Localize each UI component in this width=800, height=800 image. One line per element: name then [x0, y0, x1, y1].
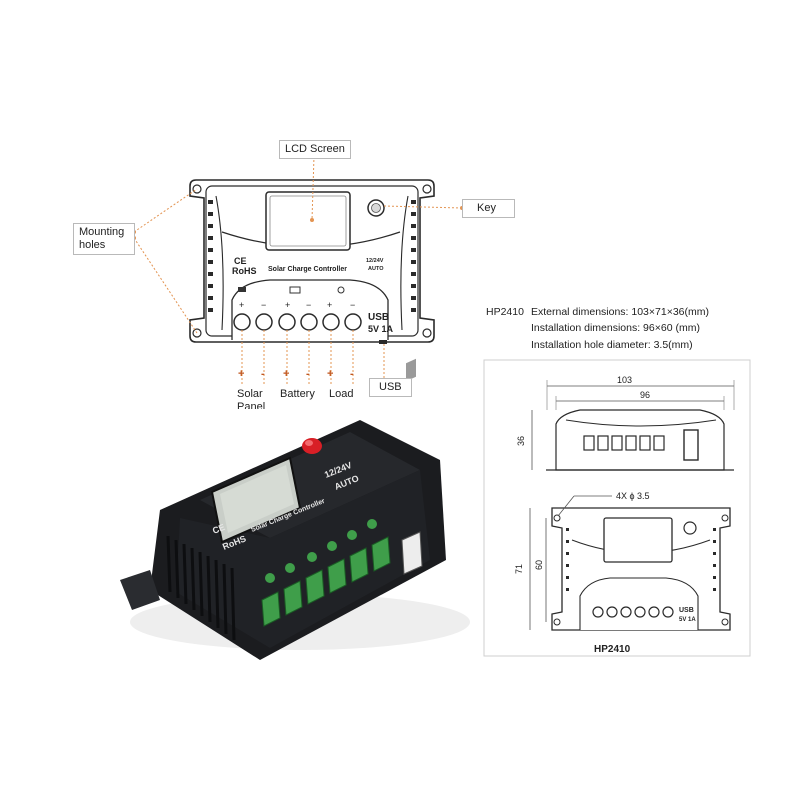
dim-103: 103 [617, 375, 632, 385]
front-view-usb-2: 5V 1A [679, 617, 696, 623]
product-photo: 12/24V AUTO CE RoHS Solar Charge Control… [120, 358, 470, 660]
dim-71: 71 [514, 564, 524, 574]
front-hole-br [721, 618, 729, 626]
terminal-screws [233, 313, 362, 331]
photo-key-highlight [305, 440, 313, 446]
caption-box [483, 359, 751, 657]
photo-key [302, 438, 322, 454]
panel-minus-2: − [306, 300, 311, 310]
top-front-view: CE RoHS Solar Charge Controller 12/24V A… [189, 179, 435, 344]
terminal-screw-6 [344, 313, 362, 331]
spec-model: HP2410 [486, 306, 524, 318]
dim-36: 36 [516, 436, 526, 446]
polarity-mark-1: + [238, 368, 245, 380]
load-label: Load [329, 388, 354, 400]
panel-plus-1: + [239, 300, 244, 310]
spec-hole: Installation hole diameter: 3.5(mm) [531, 339, 693, 351]
lcd-callout-line [311, 155, 315, 221]
solar-panel-label: Panel [237, 401, 266, 409]
usb-callout: USB [369, 378, 412, 397]
panel-title: Solar Charge Controller [268, 266, 347, 273]
terminal-screw-2 [255, 313, 273, 331]
front-hole-tl [553, 514, 561, 522]
polarity-mark-3: + [283, 368, 290, 380]
terminal-screw-3 [278, 313, 296, 331]
terminal-screw-4 [300, 313, 318, 331]
bulb-icon [337, 286, 345, 294]
battery-label: Battery [280, 388, 315, 400]
photo-terminal-blocks [261, 536, 391, 627]
panel-ce: CE [234, 256, 247, 266]
photo-body-front [176, 470, 430, 648]
terminal-panel [231, 279, 389, 340]
terminal-screw-1 [233, 313, 251, 331]
photo-ce: CE [211, 522, 226, 536]
front-face-left-curve [215, 195, 224, 331]
polarity-mark-4: - [306, 368, 310, 380]
panel-plus-2: + [285, 300, 290, 310]
front-view-lcd [603, 517, 673, 563]
front-view-usb-1: USB [679, 607, 694, 614]
drawing-caption: HP2410 [594, 644, 631, 655]
dim-hole: 4X ϕ 3.5 [616, 491, 650, 501]
panel-minus-3: − [350, 300, 355, 310]
panel-minus-1: − [261, 300, 266, 310]
dim-96: 96 [640, 390, 650, 400]
mounting-callout-line-2 [133, 237, 198, 334]
panel-rohs: RoHS [232, 266, 257, 276]
solar-label: Solar [237, 388, 263, 400]
usb-port-slot [379, 340, 387, 344]
front-view-screws [592, 606, 674, 618]
solar-panel-icon [238, 287, 246, 292]
mounting-callout-line-1 [133, 188, 198, 233]
side-view-terminals [583, 435, 665, 451]
panel-usb-1: USB [368, 312, 389, 323]
right-vent-ribs [411, 200, 416, 312]
front-hole-tr [721, 514, 729, 522]
spec-installation: Installation dimensions: 96×60 (mm) [531, 322, 700, 334]
photo-flange [120, 570, 160, 610]
battery-icon [289, 286, 301, 294]
lcd-window-inner [269, 195, 347, 247]
polarity-mark-6: - [350, 368, 354, 380]
front-hole-bl [553, 618, 561, 626]
photo-ribs [166, 535, 236, 641]
photo-usb-inner [406, 358, 416, 382]
technical-drawing: 103 96 36 [483, 359, 751, 657]
front-face-right-curve [400, 195, 409, 331]
front-view-key [683, 521, 697, 535]
side-view-usb [683, 429, 699, 461]
key-callout-line [383, 205, 463, 209]
callout-lines [133, 155, 463, 384]
photo-lcd-screen [220, 465, 294, 533]
key-button-inner [371, 203, 381, 213]
mounting-hole-br [422, 328, 432, 338]
lcd-screen-callout: LCD Screen [279, 140, 351, 159]
panel-voltage-2: AUTO [368, 266, 384, 272]
dim-60: 60 [534, 560, 544, 570]
terminal-screw-5 [322, 313, 340, 331]
left-vent-ribs [208, 200, 213, 312]
photo-usb-port [401, 531, 423, 575]
spec-external: External dimensions: 103×71×36(mm) [531, 306, 710, 318]
polarity-mark-5: + [327, 368, 334, 380]
panel-usb-2: 5V 1A [368, 324, 394, 334]
front-view-ribs [566, 528, 716, 591]
lcd-window [265, 191, 351, 251]
mounting-holes-callout: Mounting holes [73, 223, 135, 255]
photo-green-buttons [265, 519, 377, 583]
polarity-mark-2: - [261, 368, 265, 380]
mounting-hole-tr [422, 184, 432, 194]
key-callout: Key [462, 199, 515, 218]
panel-plus-3: + [327, 300, 332, 310]
panel-voltage-1: 12/24V [366, 258, 384, 264]
